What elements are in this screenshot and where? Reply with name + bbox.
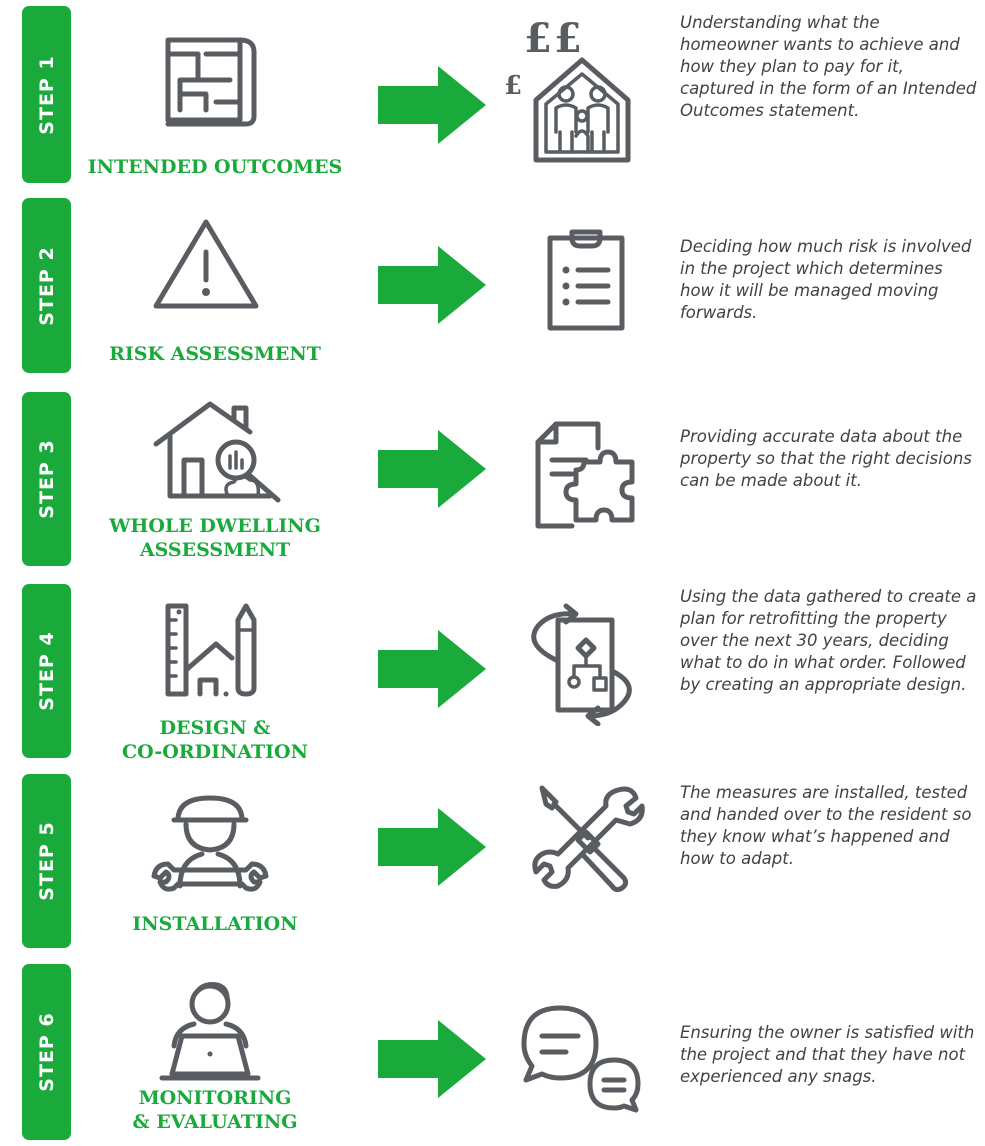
step-3-title: WHOLE DWELLING ASSESSMENT [85, 514, 345, 562]
document-puzzle-icon [528, 416, 638, 541]
step-6-tab-label: STEP 6 [35, 1012, 58, 1092]
step-2-description: Deciding how much risk is involved in th… [680, 237, 972, 322]
clipboard-checklist-icon [542, 224, 632, 339]
step-3-tab-label: STEP 3 [35, 439, 58, 519]
step-4-title-line1: DESIGN & [159, 717, 271, 739]
step-6-title: MONITORING & EVALUATING [85, 1086, 345, 1134]
step-1-tab-label: STEP 1 [35, 54, 58, 135]
ruler-house-pencil-icon [160, 600, 260, 705]
step-4-tab: STEP 4 [22, 584, 71, 758]
house-magnifier-icon [150, 398, 290, 513]
step-6-description: Ensuring the owner is satisfied with the… [680, 1023, 975, 1086]
chat-bubbles-icon [516, 998, 646, 1119]
step-4-tab-label: STEP 4 [35, 631, 58, 711]
step-5-tab-label: STEP 5 [35, 821, 58, 901]
step-3-tab: STEP 3 [22, 392, 71, 566]
step-4-arrow-icon [378, 630, 486, 708]
step-6-arrow-icon [378, 1020, 486, 1098]
step-1-tab: STEP 1 [22, 6, 71, 183]
svg-text:£: £ [554, 15, 582, 62]
step-6-tab: STEP 6 [22, 964, 71, 1140]
step-4-title: DESIGN & CO-ORDINATION [85, 716, 345, 764]
step-2-tab: STEP 2 [22, 198, 71, 373]
step-1-title: INTENDED OUTCOMES [87, 156, 343, 178]
step-3-description: Providing accurate data about the proper… [680, 427, 972, 490]
step-3-title-line1: WHOLE DWELLING [109, 515, 321, 537]
worker-wrench-icon [150, 790, 270, 905]
step-1-arrow-icon [378, 66, 486, 144]
person-laptop-icon [154, 974, 266, 1087]
flowchart-cycle-icon [516, 600, 640, 731]
step-6-title-line1: MONITORING [138, 1087, 292, 1109]
step-5-tab: STEP 5 [22, 774, 71, 948]
step-3-row: STEP 3 WHOLE DWELLING ASSESSMENT Providi… [0, 380, 985, 570]
step-2-tab-label: STEP 2 [35, 245, 58, 326]
blueprint-icon [150, 32, 262, 132]
warning-icon [150, 214, 262, 319]
currency-symbol-large: £ [524, 15, 552, 62]
step-1-description: Understanding what the homeowner wants t… [680, 13, 977, 120]
step-3-arrow-icon [378, 430, 486, 508]
step-3-title-line2: ASSESSMENT [139, 539, 291, 561]
svg-text:£: £ [504, 71, 522, 101]
step-4-title-line2: CO-ORDINATION [122, 741, 308, 763]
step-6-row: STEP 6 MONITORING & EVALUATING Ensuring … [0, 950, 985, 1146]
step-4-row: STEP 4 DESIGN & CO-ORDINATION Usi [0, 570, 985, 763]
screwdriver-wrench-icon [528, 780, 646, 901]
step-2-row: STEP 2 RISK ASSESSMENT Deciding how much… [0, 190, 985, 380]
step-5-description: The measures are installed, tested and h… [680, 783, 972, 868]
family-home-money-icon: £ £ £ [500, 12, 640, 177]
step-2-title: RISK ASSESSMENT [109, 343, 321, 365]
step-4-description: Using the data gathered to create a plan… [680, 587, 977, 694]
step-1-row: STEP 1 INTENDED OUTCOMES £ £ £ Understan… [0, 0, 985, 190]
step-5-row: STEP 5 INSTALLATION The measures are ins… [0, 760, 985, 950]
step-5-arrow-icon [378, 808, 486, 886]
step-5-title: INSTALLATION [132, 913, 298, 935]
step-2-arrow-icon [378, 246, 486, 324]
step-6-title-line2: & EVALUATING [132, 1111, 298, 1133]
